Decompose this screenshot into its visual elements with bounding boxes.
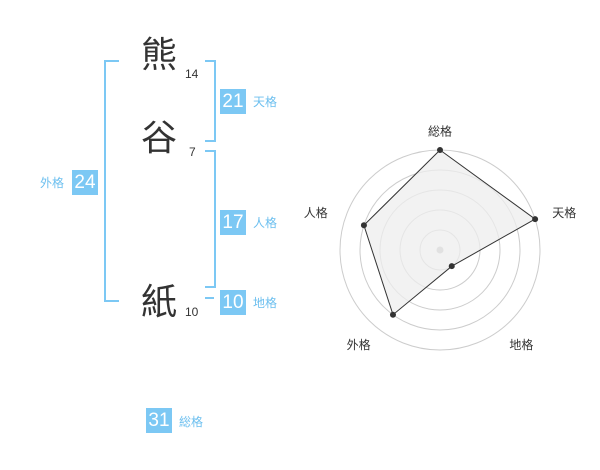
jinkaku-bracket: [205, 150, 216, 288]
name-char-3: 紙: [141, 282, 178, 323]
radar-axis-label-5: 人格: [304, 205, 328, 220]
radar-axis-label-3: 地格: [509, 337, 533, 352]
radar-point-4: [389, 311, 396, 318]
radar-point-2: [532, 216, 539, 223]
radar-axis-label-1: 総格: [428, 124, 452, 139]
soukaku-label: 総格: [179, 415, 204, 429]
chikaku-bracket: [205, 297, 214, 299]
gaikaku-value: 24: [72, 170, 98, 195]
jinkaku-value: 17: [220, 210, 246, 235]
stroke-count-2: 7: [189, 145, 196, 159]
chikaku-value: 10: [220, 290, 246, 315]
stroke-count-1: 14: [185, 67, 199, 81]
tenkaku-label: 天格: [253, 95, 278, 109]
tenkaku-bracket: [205, 60, 216, 142]
name-char-2: 谷: [141, 118, 178, 159]
tenkaku-value: 21: [220, 89, 246, 114]
gaikaku-label: 外格: [40, 176, 65, 190]
chikaku-label: 地格: [253, 296, 278, 310]
jinkaku-label: 人格: [253, 216, 278, 230]
radar-point-3: [448, 263, 455, 270]
radar-point-1: [437, 147, 443, 153]
radar-point-5: [360, 222, 367, 229]
soukaku-value: 31: [146, 408, 172, 433]
radar-axis-label-2: 天格: [552, 205, 576, 220]
radar-axis-label-4: 外格: [347, 337, 371, 352]
gaikaku-bracket: [104, 60, 119, 302]
radar-score-polygon: [363, 149, 537, 316]
name-char-1: 熊: [141, 35, 178, 76]
stroke-count-3: 10: [185, 305, 199, 319]
